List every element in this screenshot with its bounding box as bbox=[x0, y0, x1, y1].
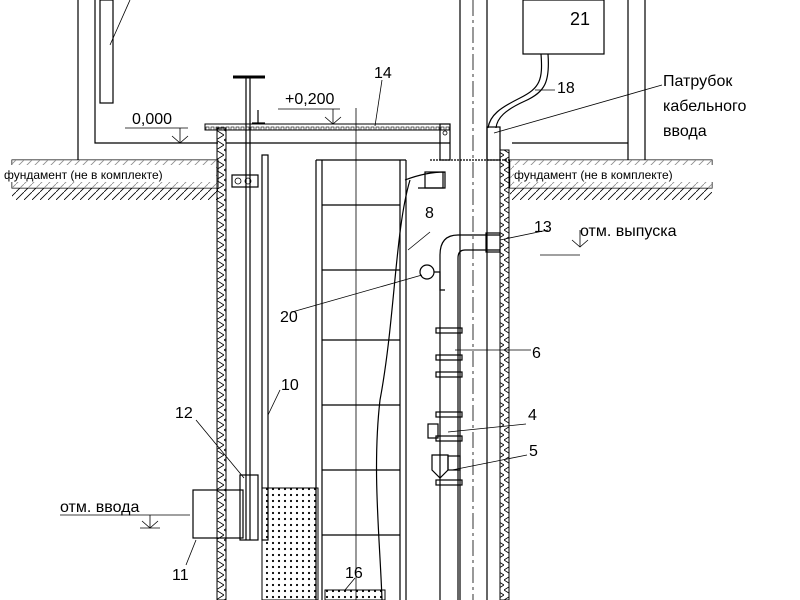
control-box bbox=[522, 0, 605, 55]
cable-inlet-label-line1: Патрубок bbox=[663, 73, 733, 90]
pump-assembly bbox=[192, 474, 386, 600]
cable-inlet-label-line3: ввода bbox=[663, 123, 707, 140]
building-wall-left bbox=[77, 0, 218, 160]
leader-lines bbox=[185, 79, 549, 591]
label-8: 8 bbox=[425, 205, 434, 222]
inlet-level-label: отм. ввода bbox=[60, 499, 139, 516]
label-16: 16 bbox=[345, 565, 363, 582]
foundation-left-label: фундамент (не в комплекте) bbox=[4, 168, 163, 182]
label-14: 14 bbox=[374, 65, 392, 82]
outlet-level-label: отм. выпуска bbox=[580, 223, 677, 240]
label-12: 12 bbox=[175, 405, 193, 422]
well-shaft bbox=[216, 127, 510, 600]
cable-inlet-label-line2: кабельного bbox=[663, 98, 746, 115]
label-13: 13 bbox=[534, 219, 552, 236]
casing-pipe bbox=[459, 0, 488, 600]
label-6: 6 bbox=[532, 345, 541, 362]
well-lid bbox=[204, 123, 451, 161]
hose bbox=[375, 179, 411, 600]
label-20: 20 bbox=[280, 309, 298, 326]
level-zero-label: 0,000 bbox=[132, 111, 172, 128]
label-10: 10 bbox=[281, 377, 299, 394]
label-4: 4 bbox=[528, 407, 537, 424]
label-11: 11 bbox=[172, 567, 189, 584]
label-18: 18 bbox=[557, 80, 575, 97]
level-marks bbox=[60, 108, 589, 529]
cable-inlet-pipe bbox=[486, 126, 501, 161]
ladder bbox=[315, 108, 407, 600]
label-5: 5 bbox=[529, 443, 538, 460]
building-wall-right bbox=[512, 0, 646, 160]
level-lid-label: +0,200 bbox=[285, 91, 334, 108]
foundation-right-label: фундамент (не в комплекте) bbox=[514, 168, 673, 182]
riser-pipe bbox=[427, 232, 501, 600]
cable bbox=[487, 53, 543, 129]
pressure-gauge bbox=[419, 264, 435, 280]
label-21: 21 bbox=[570, 9, 590, 29]
